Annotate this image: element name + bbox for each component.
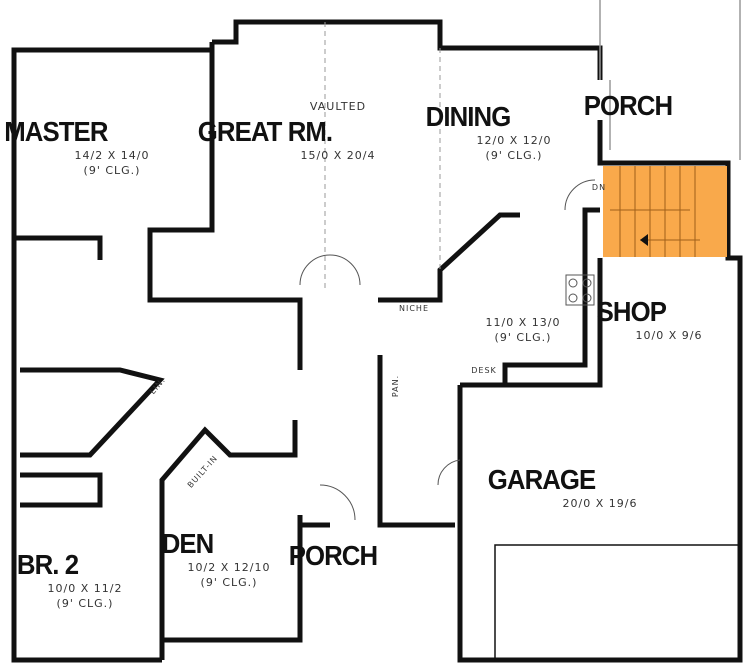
cooktop <box>565 274 595 306</box>
wall-master-great-divider <box>147 50 303 370</box>
room-porch-front: PORCH <box>288 540 378 571</box>
wall-master-great <box>212 19 603 80</box>
wall-niche <box>378 212 520 303</box>
wall-br2-den <box>159 420 298 660</box>
stairway <box>603 166 727 257</box>
garage-door <box>494 544 741 661</box>
room-dining: DINING 12/0 X 12/0 (9' CLG.) <box>425 101 552 162</box>
wall-den-east <box>160 515 303 643</box>
wall-pantry <box>377 355 455 528</box>
room-den: DEN 10/2 X 12/10 (9' CLG.) <box>161 528 271 589</box>
wall-bath <box>20 367 165 458</box>
niche-label: NICHE <box>399 304 429 313</box>
stair-down-label: DN <box>591 183 607 192</box>
room-br2: BR. 2 10/0 X 11/2 (9' CLG.) <box>16 549 123 610</box>
wall-master-bath <box>14 235 103 260</box>
stair-arrow-icon <box>640 234 648 246</box>
room-garage: GARAGE 20/0 X 19/6 <box>487 464 638 510</box>
pantry-label: PAN. <box>391 374 400 398</box>
room-great-room: VAULTED GREAT RM. 15/0 X 20/4 <box>197 100 376 162</box>
room-porch-rear: PORCH <box>583 90 673 121</box>
desk-label: DESK <box>471 366 497 375</box>
wall-kitchen <box>502 207 600 385</box>
room-master: MASTER 14/2 X 14/0 (9' CLG.) <box>4 116 150 177</box>
room-shop: SHOP 10/0 X 9/6 <box>596 296 703 342</box>
room-kitchen: 11/0 X 13/0 (9' CLG.) <box>485 316 561 344</box>
wall-hall <box>20 472 103 508</box>
wall-west <box>11 42 215 663</box>
